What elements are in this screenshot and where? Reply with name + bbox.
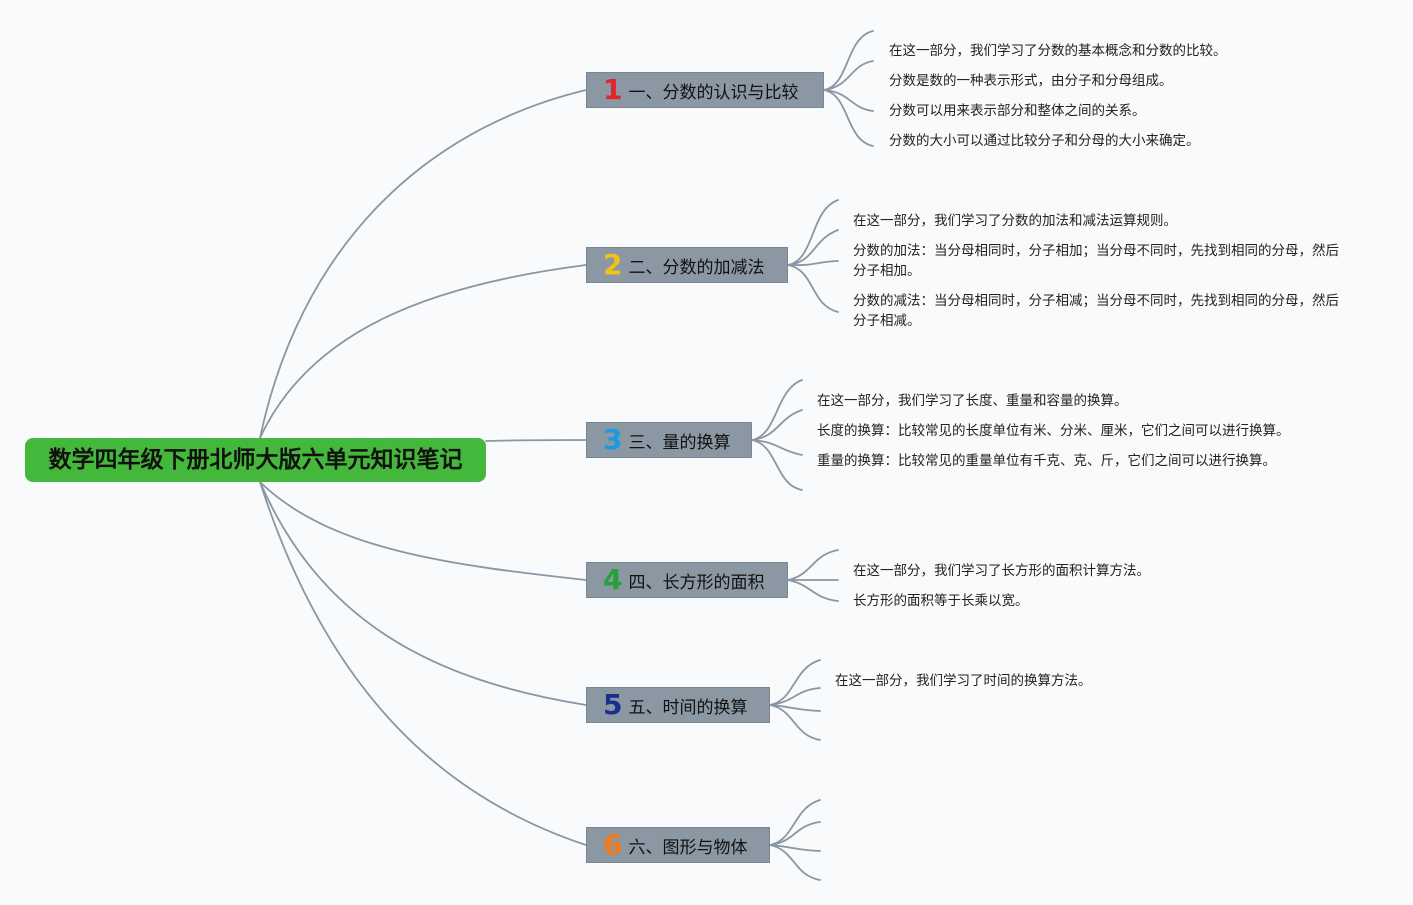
topic-number-5: 5 xyxy=(603,688,623,721)
topic-label-4: 四、长方形的面积 xyxy=(628,572,765,593)
note-3-2[interactable]: 长度的换算：比较常见的长度单位有米、分米、厘米，它们之间可以进行换算。 xyxy=(817,423,1290,439)
note-2-2[interactable]: 分数的加法：当分母相同时，分子相加；当分母不同时，先找到相同的分母，然后分子相加… xyxy=(853,243,1339,279)
central-topic[interactable]: 数学四年级下册北师大版六单元知识笔记 xyxy=(25,438,486,482)
note-4-2[interactable]: 长方形的面积等于长乘以宽。 xyxy=(853,593,1029,609)
topic-number-3: 3 xyxy=(603,423,623,456)
note-2-3[interactable]: 分数的减法：当分母相同时，分子相减；当分母不同时，先找到相同的分母，然后分子相减… xyxy=(853,293,1339,329)
topic-label-3: 三、量的换算 xyxy=(628,432,731,453)
note-1-3[interactable]: 分数可以用来表示部分和整体之间的关系。 xyxy=(889,103,1146,119)
topic-1-node[interactable]: 1 一、分数的认识与比较 xyxy=(586,72,824,108)
note-3-1[interactable]: 在这一部分，我们学习了长度、重量和容量的换算。 xyxy=(817,393,1128,409)
topic-label-6: 六、图形与物体 xyxy=(628,837,748,858)
topic-number-6: 6 xyxy=(603,828,623,861)
topic-label-2: 二、分数的加减法 xyxy=(628,257,765,278)
topic-number-4: 4 xyxy=(603,563,623,596)
note-1-2[interactable]: 分数是数的一种表示形式，由分子和分母组成。 xyxy=(889,73,1173,89)
topic-label-5: 五、时间的换算 xyxy=(628,697,748,718)
topic-number-2: 2 xyxy=(603,248,623,281)
topic-number-1: 1 xyxy=(603,73,623,106)
note-5-1[interactable]: 在这一部分，我们学习了时间的换算方法。 xyxy=(835,673,1092,689)
note-4-1[interactable]: 在这一部分，我们学习了长方形的面积计算方法。 xyxy=(853,563,1150,579)
topic-2-node[interactable]: 2 二、分数的加减法 xyxy=(586,247,788,283)
topic-3-node[interactable]: 3 三、量的换算 xyxy=(586,422,752,458)
topic-4-node[interactable]: 4 四、长方形的面积 xyxy=(586,562,788,598)
topic-5-node[interactable]: 5 五、时间的换算 xyxy=(586,687,770,723)
topic-6-node[interactable]: 6 六、图形与物体 xyxy=(586,827,770,863)
note-1-4[interactable]: 分数的大小可以通过比较分子和分母的大小来确定。 xyxy=(889,133,1200,149)
note-2-1[interactable]: 在这一部分，我们学习了分数的加法和减法运算规则。 xyxy=(853,213,1177,229)
topic-label-1: 一、分数的认识与比较 xyxy=(628,82,799,103)
note-3-3[interactable]: 重量的换算：比较常见的重量单位有千克、克、斤，它们之间可以进行换算。 xyxy=(817,453,1276,469)
note-1-1[interactable]: 在这一部分，我们学习了分数的基本概念和分数的比较。 xyxy=(889,43,1227,59)
